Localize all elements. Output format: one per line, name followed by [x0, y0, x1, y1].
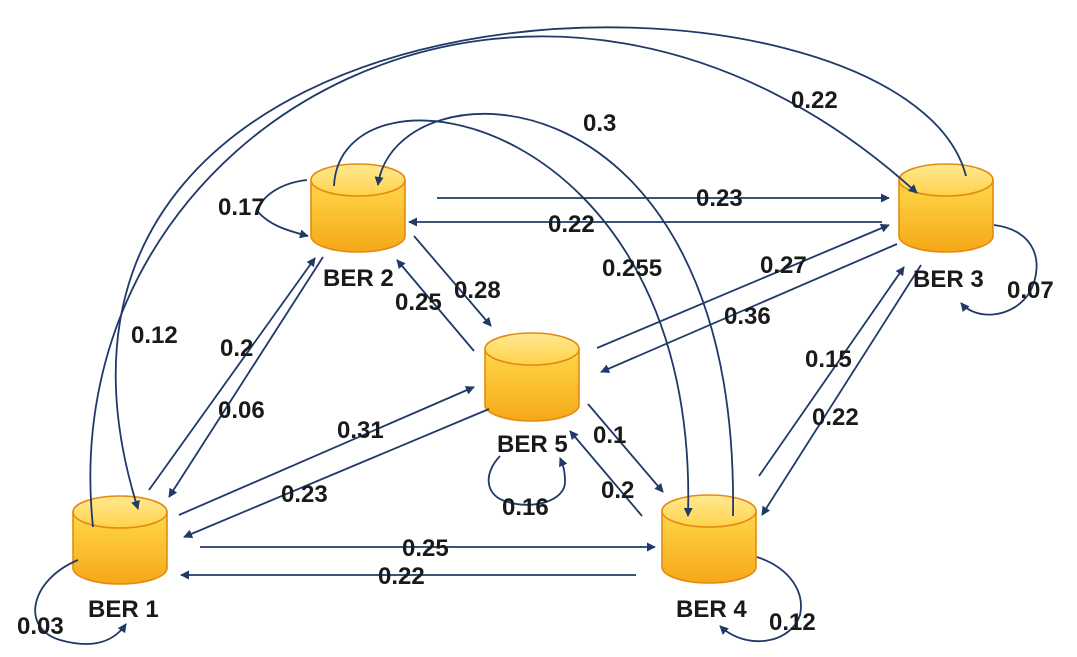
node-label-ber1: BER 1 [88, 596, 159, 623]
node-ber4 [661, 494, 757, 584]
edge-ber4-to-ber2 [374, 113, 734, 517]
node-label-ber2: BER 2 [323, 265, 394, 292]
self-loop-label-ber3: 0.07 [1007, 277, 1054, 304]
edge-ber4-to-ber3 [758, 266, 905, 477]
node-label-ber3: BER 3 [913, 266, 984, 293]
self-loop-label-ber4: 0.12 [769, 609, 816, 636]
self-loop-ber4 [719, 556, 802, 643]
edge-label-ber1-to-ber2: 0.2 [220, 335, 253, 362]
edge-ber1-to-ber5 [178, 386, 475, 516]
edge-label-ber2-to-ber5: 0.28 [454, 277, 501, 304]
edge-label-ber5-to-ber2: 0.25 [395, 289, 442, 316]
self-loop-label-ber1: 0.03 [17, 613, 64, 640]
edge-label-ber3-to-ber5: 0.36 [724, 303, 771, 330]
self-loop-label-ber2: 0.17 [218, 194, 265, 221]
edge-ber5-to-ber1 [183, 408, 490, 539]
self-loop-ber3 [960, 224, 1038, 316]
edge-label-ber4-to-ber2: 0.3 [583, 110, 616, 137]
edge-ber2-to-ber1 [168, 256, 324, 498]
edge-label-ber4-to-ber5: 0.2 [601, 477, 634, 504]
node-ber2 [310, 163, 406, 253]
edge-label-ber4-to-ber1: 0.22 [378, 563, 425, 590]
edge-label-ber3-to-ber2: 0.22 [548, 211, 595, 238]
edge-label-ber2-to-ber3: 0.23 [696, 185, 743, 212]
self-loop-ber2 [257, 179, 309, 239]
edge-label-ber1-to-ber5: 0.31 [337, 417, 384, 444]
edge-label-ber2-to-ber1: 0.06 [218, 397, 265, 424]
self-loop-ber5 [487, 455, 568, 506]
edge-label-ber1-to-ber3: 0.22 [791, 87, 838, 114]
edge-ber1-to-ber2 [148, 257, 316, 491]
edge-label-ber5-to-ber3: 0.27 [760, 252, 807, 279]
edge-label-ber5-to-ber4: 0.1 [593, 422, 626, 449]
edge-label-ber4-to-ber3: 0.15 [805, 346, 852, 373]
node-ber3 [898, 163, 994, 253]
edge-label-ber2-to-ber4: 0.255 [602, 255, 662, 282]
edge-ber3-to-ber4 [761, 264, 922, 516]
edge-label-ber3-to-ber4: 0.22 [812, 404, 859, 431]
edge-ber5-to-ber2 [396, 259, 475, 352]
edge-label-ber1-to-ber4: 0.25 [402, 535, 449, 562]
self-loop-label-ber5: 0.16 [502, 494, 549, 521]
edge-ber2-to-ber5 [413, 235, 492, 327]
edge-ber3-to-ber1 [114, 26, 967, 510]
node-label-ber4: BER 4 [676, 596, 747, 623]
node-ber1 [72, 495, 168, 585]
edge-label-ber5-to-ber1: 0.23 [281, 481, 328, 508]
edge-ber5-to-ber4 [587, 403, 664, 493]
edge-ber5-to-ber3 [596, 223, 890, 349]
edge-label-ber3-to-ber1: 0.12 [131, 322, 178, 349]
node-ber5 [484, 332, 580, 422]
edge-ber1-to-ber3 [89, 35, 918, 528]
node-label-ber5: BER 5 [497, 431, 568, 458]
edge-ber4-to-ber5 [569, 430, 643, 517]
edge-ber2-to-ber4 [333, 119, 693, 517]
self-loop-ber1 [34, 559, 127, 645]
edge-ber3-to-ber5 [600, 243, 898, 373]
